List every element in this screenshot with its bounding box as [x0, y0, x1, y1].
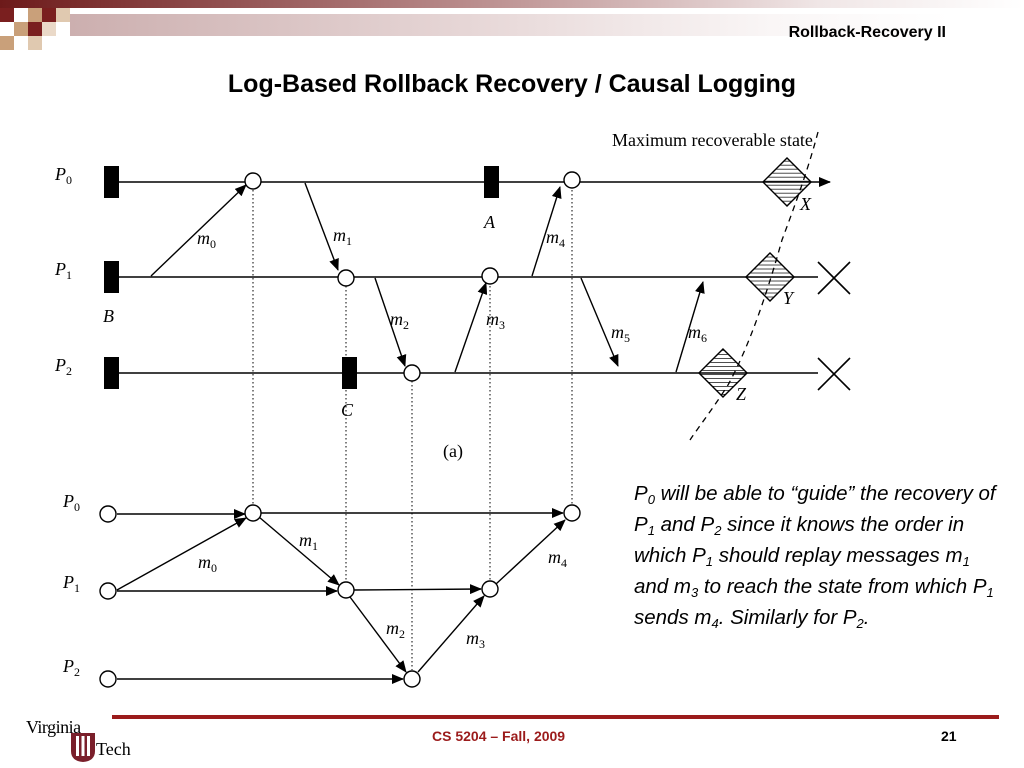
b-message-label-m2: m2: [386, 618, 405, 641]
annotation-max-recoverable: Maximum recoverable state: [612, 130, 813, 150]
event-circle: [563, 504, 581, 522]
event-circle: [244, 172, 262, 190]
diagram-caption-a: (a): [443, 441, 463, 462]
message-m6-arrow: [675, 281, 705, 373]
explanation-caption: P0 will be able to “guide” the recovery …: [634, 482, 996, 631]
event-circle: [481, 580, 499, 598]
message-label-m2: m2: [390, 309, 409, 332]
b-message-label-m4: m4: [548, 547, 567, 570]
message-label-m1: m1: [333, 225, 352, 248]
message-label-m6: m6: [688, 322, 707, 345]
diagram-a: Maximum recoverable state (a) P0 P1 P2 A…: [54, 130, 851, 670]
checkpoint-label-c: C: [341, 400, 354, 420]
event-circle: [244, 504, 262, 522]
state-y-hatched: [744, 251, 796, 303]
message-label-m5: m5: [611, 322, 630, 345]
checkpoint-p2-initial: [104, 357, 119, 389]
p1-crash-cross-icon: [817, 261, 851, 295]
checkpoint-label-b: B: [103, 306, 114, 326]
message-m5-arrow: [580, 277, 619, 367]
logo-text-tech: Tech: [96, 739, 131, 759]
message-label-m3: m3: [486, 309, 505, 332]
footer-course: CS 5204 – Fall, 2009: [432, 728, 566, 744]
b-start-circle-p0: [99, 505, 117, 523]
process-label-p1: P1: [54, 259, 72, 282]
process-label-p2: P2: [54, 355, 72, 378]
causal-logging-diagram: Maximum recoverable state (a) P0 P1 P2 A…: [54, 130, 851, 688]
b-process-label-p0: P0: [62, 491, 80, 514]
event-circle: [337, 581, 355, 599]
virginia-tech-logo: Virginia Tech: [22, 717, 142, 765]
event-circle: [337, 269, 355, 287]
state-x-hatched: [761, 156, 813, 208]
b-message-m1-arrow: [258, 516, 340, 586]
dotted-projection-lines: [252, 190, 573, 670]
b-message-m4-arrow: [495, 519, 566, 585]
b-message-label-m3: m3: [466, 628, 485, 651]
footer-divider: [112, 715, 999, 719]
b-start-circle-p2: [99, 670, 117, 688]
p2-crash-cross-icon: [817, 357, 851, 391]
event-circle: [403, 670, 421, 688]
message-m0-arrow: [150, 184, 247, 277]
b-message-label-m1: m1: [299, 530, 318, 553]
checkpoint-c: [342, 357, 357, 389]
message-m3-arrow: [454, 282, 488, 373]
b-message-m2-arrow: [349, 596, 407, 673]
b-start-circle-p1: [99, 582, 117, 600]
logo-text-virginia: Virginia: [26, 717, 81, 737]
process-label-p0: P0: [54, 164, 72, 187]
state-z-hatched: [697, 347, 749, 399]
b-p1-timeline: [353, 584, 482, 595]
b-process-label-p2: P2: [62, 656, 80, 679]
checkpoint-p1-initial: [104, 261, 119, 293]
b-message-m0-arrow: [116, 517, 247, 591]
event-circle: [481, 267, 499, 285]
checkpoint-p0-initial: [104, 166, 119, 198]
message-m4-arrow: [531, 186, 562, 277]
logo-emblem-icon: [71, 733, 95, 762]
slide-title: Log-Based Rollback Recovery / Causal Log…: [227, 70, 797, 98]
state-label-y: Y: [783, 288, 795, 308]
page-number: 21: [941, 728, 957, 744]
checkpoint-label-a: A: [483, 212, 496, 232]
message-label-m0: m0: [197, 228, 216, 251]
state-label-z: Z: [736, 384, 747, 404]
header-band: [0, 0, 1024, 50]
state-label-x: X: [799, 194, 812, 214]
b-process-label-p1: P1: [62, 572, 80, 595]
event-circle: [563, 171, 581, 189]
b-message-m3-arrow: [417, 595, 485, 673]
diagram-b: P0 P1 P2 m0 m1 m2 m3 m4: [62, 491, 581, 688]
max-recoverable-state-curve: [689, 131, 819, 441]
event-circle: [403, 364, 421, 382]
checkpoint-a: [484, 166, 499, 198]
message-m2-arrow: [374, 277, 407, 367]
message-label-m4: m4: [546, 227, 565, 250]
header-title: Rollback-Recovery II: [788, 24, 946, 41]
b-message-label-m0: m0: [198, 552, 217, 575]
message-m1-arrow: [304, 182, 339, 271]
